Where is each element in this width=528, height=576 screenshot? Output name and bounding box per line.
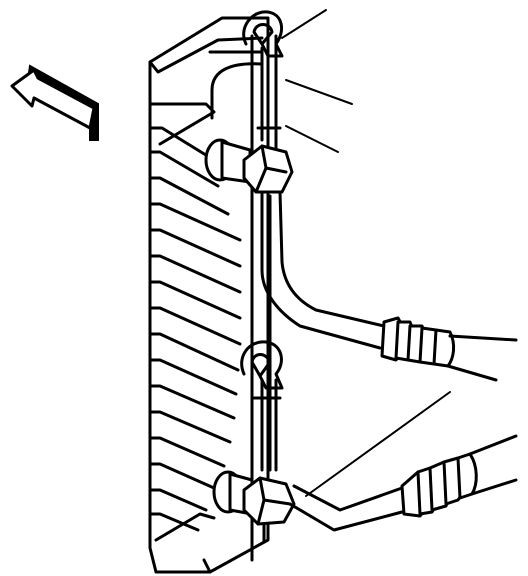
upper-cooler-fitting	[204, 138, 294, 194]
lower-cooler-fitting	[212, 470, 296, 544]
upper-cooler-line	[260, 190, 518, 382]
leader-lines	[281, 9, 451, 497]
tank-ribs	[148, 102, 242, 532]
upper-retaining-clip	[242, 10, 284, 142]
front-direction-arrow	[10, 64, 99, 141]
lower-retaining-clip	[240, 340, 284, 472]
